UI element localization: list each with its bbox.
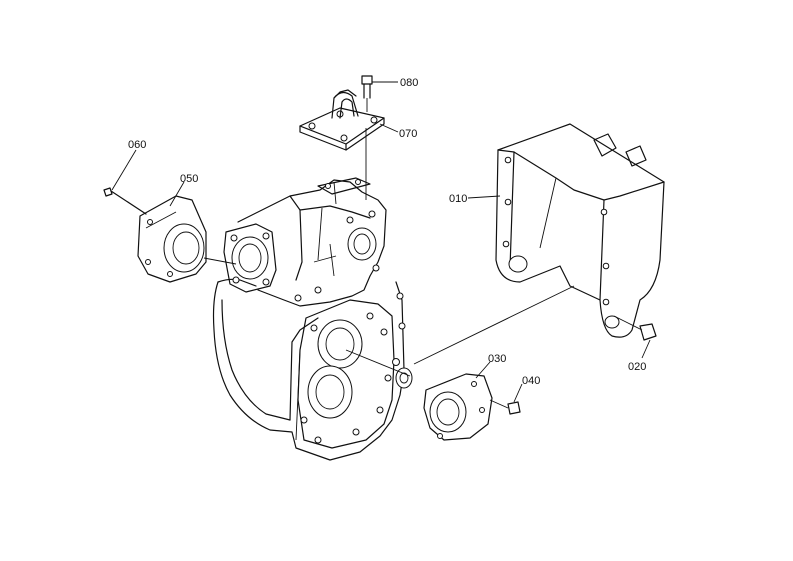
bolt-020 <box>613 315 657 341</box>
label-030: 030 <box>488 353 506 365</box>
label-080: 080 <box>400 77 418 89</box>
bearing-cover-030 <box>423 373 493 441</box>
label-020: 020 <box>628 361 646 373</box>
leader-lines <box>111 81 651 403</box>
label-060: 060 <box>128 139 146 151</box>
gear-case-housing <box>212 177 406 461</box>
label-010: 010 <box>449 193 467 205</box>
label-040: 040 <box>522 375 540 387</box>
bolt-040 <box>489 399 521 415</box>
label-070: 070 <box>399 128 417 140</box>
bolt-060 <box>103 187 147 215</box>
bearing-cover-050 <box>137 195 237 283</box>
assembly-axis-line <box>345 285 575 377</box>
label-050: 050 <box>180 173 198 185</box>
bolt-080 <box>361 75 373 112</box>
bracket-cover-010 <box>495 123 665 338</box>
top-cover-070 <box>299 89 385 200</box>
seal-ring <box>395 367 413 389</box>
